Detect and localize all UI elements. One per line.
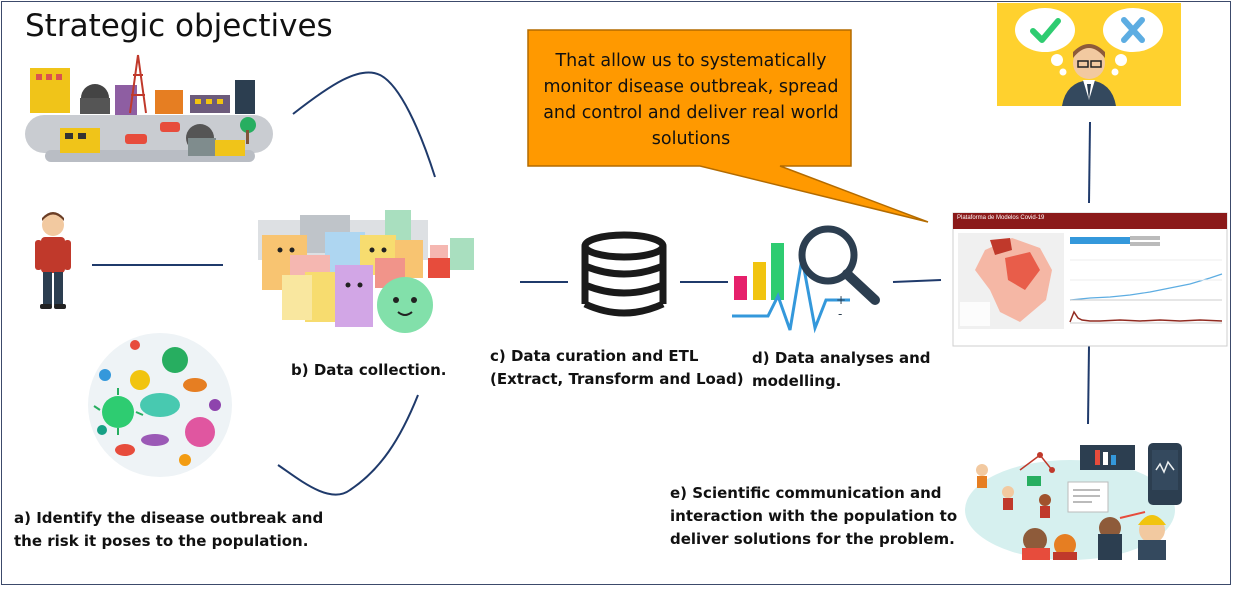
step-e-line: interaction with the population to	[670, 507, 958, 525]
callout-line: That allow us to systematically	[555, 51, 827, 71]
step-c-line: c) Data curation and ETL	[490, 347, 699, 365]
decision-icon	[997, 3, 1181, 106]
step-e-line: e) Scientific communication and	[670, 484, 942, 502]
connector-city-to-data	[292, 71, 436, 178]
step-a-label: a) Identify the disease outbreak and the…	[14, 507, 323, 553]
step-a-line: a) Identify the disease outbreak and	[14, 509, 324, 527]
analysis-magnifier-icon: + -	[732, 225, 880, 334]
callout-text: That allow us to systematically monitor …	[532, 48, 850, 152]
step-e-line: deliver solutions for the problem.	[670, 530, 955, 548]
connector-microbes-to-data	[277, 394, 419, 496]
step-b-label: b) Data collection.	[291, 359, 446, 382]
step-b-line: b) Data collection.	[291, 361, 447, 379]
dashboard-screenshot	[952, 212, 1228, 347]
step-d-line: modelling.	[752, 372, 842, 390]
step-a-line: the risk it poses to the population.	[14, 532, 309, 550]
database-icon	[581, 231, 667, 317]
step-d-line: d) Data analyses and	[752, 349, 931, 367]
dashboard-header-title: Plataforma de Modelos Covid-19	[957, 215, 1045, 221]
callout-line: solutions	[651, 129, 731, 149]
callout-line: monitor disease outbreak, spread	[543, 77, 839, 97]
person-icon	[35, 212, 71, 309]
data-collection-icon	[258, 210, 474, 333]
svg-text:-: -	[838, 307, 842, 321]
step-e-label: e) Scientific communication and interact…	[670, 482, 957, 551]
callout-box	[527, 29, 929, 223]
page-title: Strategic objectives	[25, 8, 333, 44]
connector-dashboard-to-communication	[1087, 345, 1090, 425]
callout-line: and control and deliver real world	[543, 103, 839, 123]
svg-text:+: +	[836, 293, 846, 307]
connector-dashboard-to-decision	[1088, 121, 1091, 204]
step-c-line: (Extract, Transform and Load)	[490, 370, 744, 388]
step-c-label: c) Data curation and ETL (Extract, Trans…	[490, 345, 744, 391]
connector-analysis-to-dashboard	[892, 279, 942, 283]
step-d-label: d) Data analyses and modelling.	[752, 347, 931, 393]
microbes-icon	[88, 333, 232, 477]
city-icon	[25, 54, 273, 162]
communication-icon	[965, 443, 1182, 560]
